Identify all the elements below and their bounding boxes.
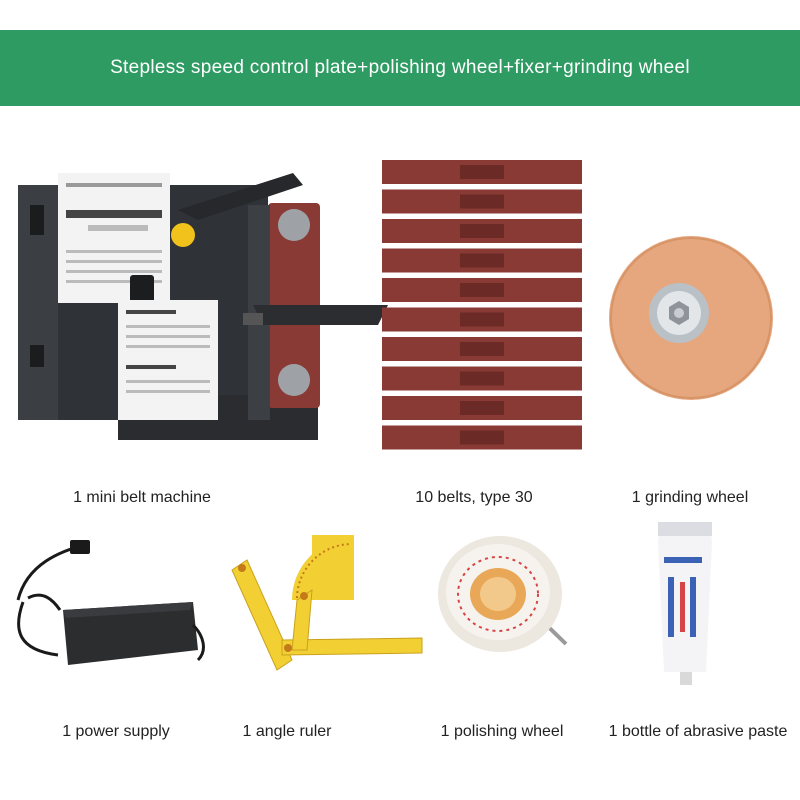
belt-print-mark bbox=[460, 165, 504, 179]
belt-print-mark bbox=[460, 342, 504, 356]
abrasive-paste-image bbox=[650, 522, 720, 687]
sanding-belts-image bbox=[382, 160, 582, 450]
caption-belts: 10 belts, type 30 bbox=[415, 489, 533, 506]
abrasive-paste-tube-icon bbox=[658, 522, 712, 685]
belt-sander-machine-icon bbox=[18, 173, 388, 440]
polishing-wheel-icon bbox=[438, 536, 568, 652]
caption-belt-machine: 1 mini belt machine bbox=[73, 489, 211, 506]
belt-print-mark bbox=[460, 194, 504, 209]
belt-sander-machine-image bbox=[18, 165, 393, 450]
caption-power-supply: 1 power supply bbox=[62, 723, 170, 740]
belt-print-mark bbox=[460, 224, 504, 238]
belt-print-mark bbox=[460, 401, 504, 415]
angle-ruler-icon bbox=[231, 535, 423, 671]
belt-print-mark bbox=[460, 312, 504, 327]
polishing-wheel-image bbox=[438, 532, 573, 662]
belt-print-mark bbox=[460, 371, 504, 386]
angle-ruler-image bbox=[212, 530, 427, 675]
power-adapter-image bbox=[8, 540, 208, 675]
grinding-wheel-icon bbox=[609, 236, 773, 400]
banner: Stepless speed control plate+polishing w… bbox=[0, 30, 800, 106]
belt-print-mark bbox=[460, 430, 504, 445]
power-adapter-icon bbox=[16, 540, 205, 665]
caption-angle-ruler: 1 angle ruler bbox=[242, 723, 332, 740]
grinding-wheel-image bbox=[608, 235, 774, 401]
sanding-belts-icon bbox=[382, 160, 582, 450]
banner-title: Stepless speed control plate+polishing w… bbox=[110, 57, 690, 78]
belt-print-mark bbox=[460, 283, 504, 297]
caption-grinding-wheel: 1 grinding wheel bbox=[631, 489, 749, 506]
belt-print-mark bbox=[460, 253, 504, 268]
caption-polishing-wheel: 1 polishing wheel bbox=[440, 723, 564, 740]
caption-abrasive-paste: 1 bottle of abrasive paste bbox=[608, 723, 788, 740]
